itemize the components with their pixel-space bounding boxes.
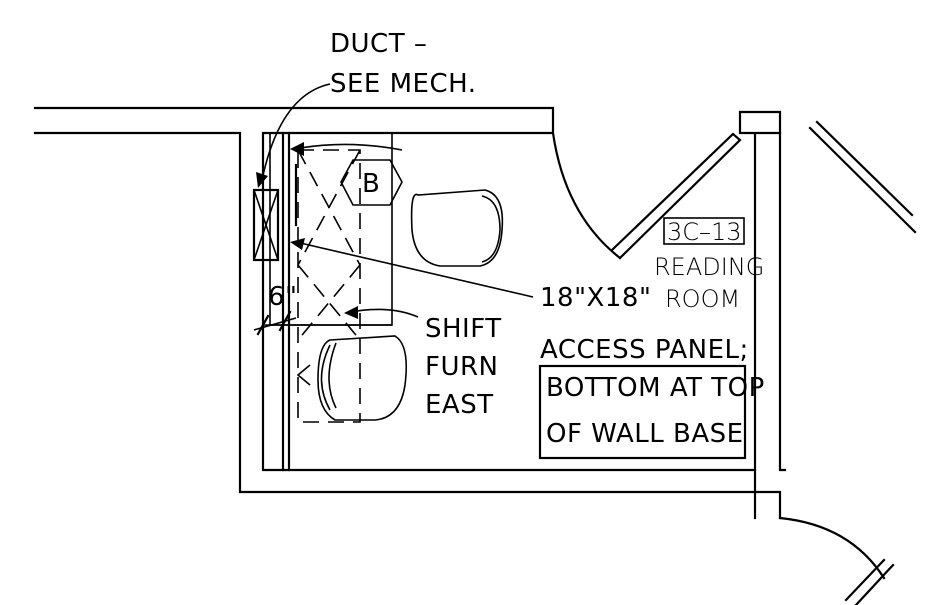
door-leaf-corridor	[808, 120, 917, 234]
shift-note-line1: SHIFT	[425, 314, 502, 344]
panel-box-line1: BOTTOM AT TOP	[546, 373, 765, 403]
duct-leader-arrow	[256, 172, 268, 188]
duct-icon	[252, 188, 280, 262]
leaders	[256, 83, 534, 319]
panel-leader-arrow	[290, 238, 305, 250]
shift-note-line2: FURN	[425, 352, 499, 382]
duct-leader	[261, 83, 331, 181]
walls	[33, 106, 787, 520]
relocated-furniture-dashed	[297, 149, 361, 423]
door-leaf-north	[610, 132, 742, 260]
duct-note-line2: SEE MECH.	[330, 69, 477, 99]
tag-b-label: B	[362, 169, 380, 199]
door-arc-north	[551, 131, 622, 260]
dimension-6in	[253, 310, 297, 336]
shift-note-line3: EAST	[425, 390, 494, 420]
tag-b-leader-arrow	[290, 142, 304, 156]
chair-icon-lower	[296, 335, 408, 421]
room-number: 3C–13	[667, 218, 742, 246]
door-arc-south	[778, 516, 886, 580]
door-swings	[551, 120, 917, 605]
panel-note-line1: 18"X18"	[540, 283, 651, 313]
dimension-label: 6"	[268, 282, 298, 312]
panel-leader	[295, 241, 534, 298]
room-number-box	[663, 217, 745, 245]
shift-leader-arrow	[344, 306, 358, 319]
panel-note-line2: ACCESS PANEL;	[540, 335, 749, 365]
duct-note-line1: DUCT –	[330, 29, 427, 59]
corridor-wall	[778, 131, 787, 472]
room-name-line1: READING	[654, 253, 764, 281]
room-name-line2: ROOM	[665, 285, 740, 313]
door-leaf-south	[844, 558, 895, 605]
tag-b-hexagon	[340, 159, 403, 206]
chair-icon-upper	[410, 189, 504, 267]
casework	[263, 131, 393, 472]
outer-wall-left	[33, 131, 782, 520]
panel-box-line2: OF WALL BASE	[546, 419, 744, 449]
tag-b-leader	[299, 143, 403, 151]
panel-note-box	[538, 364, 747, 460]
north-wall	[33, 106, 782, 472]
